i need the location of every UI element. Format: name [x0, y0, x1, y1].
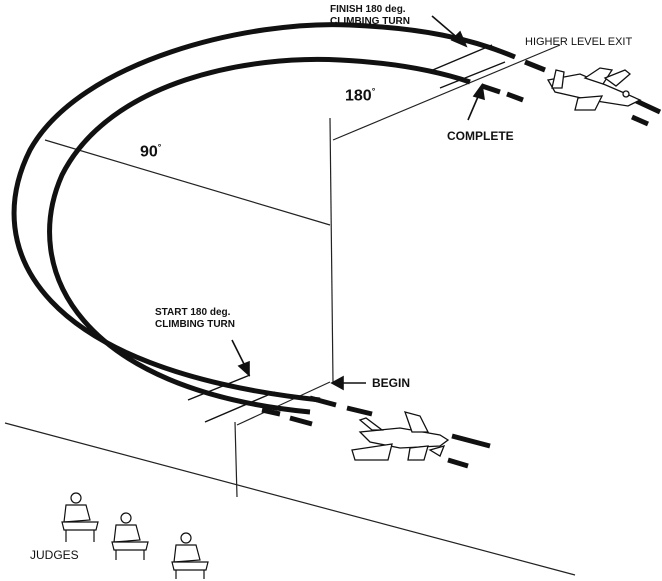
start-turn-line1: START 180 deg.: [155, 307, 231, 318]
judge-1-icon: [61, 492, 99, 542]
start-turn-line2: CLIMBING TURN: [155, 319, 235, 330]
angle-180-value: 180: [345, 87, 372, 105]
finish-turn-label: FINISH 180 deg. CLIMBING TURN: [330, 4, 410, 28]
airplane-exit-icon: [546, 67, 642, 111]
airplane-begin-icon: [351, 411, 450, 461]
judges-label: JUDGES: [30, 548, 79, 562]
complete-label: COMPLETE: [447, 129, 514, 143]
judge-figures: [61, 492, 209, 579]
angle-180-label: 180°: [345, 86, 375, 105]
begin-label: BEGIN: [372, 376, 411, 390]
finish-turn-line1: FINISH 180 deg.: [330, 4, 406, 15]
start-turn-label: START 180 deg. CLIMBING TURN: [155, 307, 235, 331]
higher-level-exit-label: HIGHER LEVEL EXIT: [525, 36, 633, 48]
judge-3-icon: [171, 532, 209, 579]
inner-flight-path: [47, 56, 471, 415]
angle-90-label: 90°: [140, 142, 161, 161]
reference-lines: [4, 44, 576, 576]
tick-marks: [187, 44, 506, 423]
finish-turn-line2: CLIMBING TURN: [330, 16, 410, 27]
outer-flight-path: [11, 22, 516, 403]
angle-90-value: 90: [140, 143, 158, 161]
entry-dashes: [261, 395, 491, 469]
arrows: [231, 15, 485, 391]
angle-180-degree: °: [371, 86, 376, 96]
angle-90-degree: °: [157, 142, 162, 152]
judge-2-icon: [111, 512, 149, 560]
